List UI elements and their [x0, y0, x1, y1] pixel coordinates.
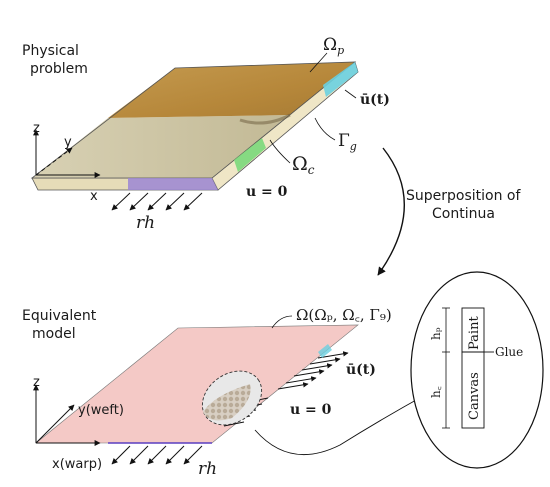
bottom-rh-arrows	[111, 445, 203, 465]
bottom-axis-y	[35, 404, 75, 444]
top-rh-label: rh	[136, 213, 155, 233]
omega-p-leader	[309, 52, 328, 73]
omega-full-label: Ω(Ωₚ, Ω꜀, Γ₉)	[296, 306, 392, 324]
inset-paint-label: Paint	[467, 316, 482, 350]
equivalent-plate	[35, 324, 359, 444]
bottom-blue-edge	[318, 344, 332, 358]
bottom-u-zero-label: u = 0	[290, 402, 332, 418]
bottom-axis-x-label: x(warp)	[52, 457, 102, 472]
bottom-rh-label: rh	[198, 459, 217, 479]
superposition-line2: Continua	[432, 206, 495, 222]
bottom-axis-y-label: y(weft)	[78, 403, 124, 418]
equivalent-title-line2: model	[32, 326, 76, 342]
inset-hp-label: hₚ	[429, 327, 443, 340]
top-rh-arrows	[111, 192, 203, 211]
physical-title-line1: Physical	[22, 43, 79, 59]
equivalent-title-line1: Equivalent	[22, 308, 97, 324]
inset-hc-label: h꜀	[429, 386, 443, 398]
boundary-shadow	[239, 113, 291, 125]
top-ubar-label: ū(t)	[360, 92, 390, 108]
zoom-ellipse	[201, 370, 263, 426]
gamma-g-label: Γg	[338, 131, 357, 153]
omega-full-leader	[271, 315, 293, 329]
inset-connector	[254, 394, 426, 456]
green-edge-fixed	[234, 138, 266, 172]
bottom-axis-z-label: z	[33, 375, 40, 390]
purple-edge-rh	[128, 178, 218, 190]
bottom-ubar-label: ū(t)	[346, 362, 376, 378]
inset-canvas-label: Canvas	[467, 372, 482, 420]
top-axis-y-label: y	[64, 135, 72, 150]
gamma-g-leader	[314, 117, 336, 141]
superposition-line1: Superposition of	[406, 188, 521, 204]
omega-c-label: Ωc	[292, 153, 315, 177]
paint-layer	[108, 62, 355, 118]
inset-canvas-box	[461, 351, 485, 429]
physical-title-line2: problem	[30, 61, 88, 77]
top-ubar-leader	[344, 89, 357, 99]
omega-p-label: Ωp	[323, 35, 344, 57]
inset-detail: Paint Canvas Glue hₚ h꜀	[410, 271, 544, 469]
superposition-arrow	[377, 147, 406, 276]
omega-c-leader	[269, 139, 291, 164]
canvas-region	[32, 115, 290, 178]
inset-glue-label: Glue	[495, 345, 523, 359]
top-axis-y	[35, 147, 73, 176]
blue-edge-ubar	[323, 62, 358, 97]
top-axis-x-label: x	[90, 189, 98, 204]
top-u-zero-label: u = 0	[246, 184, 288, 200]
top-axis-z-label: z	[33, 121, 40, 136]
